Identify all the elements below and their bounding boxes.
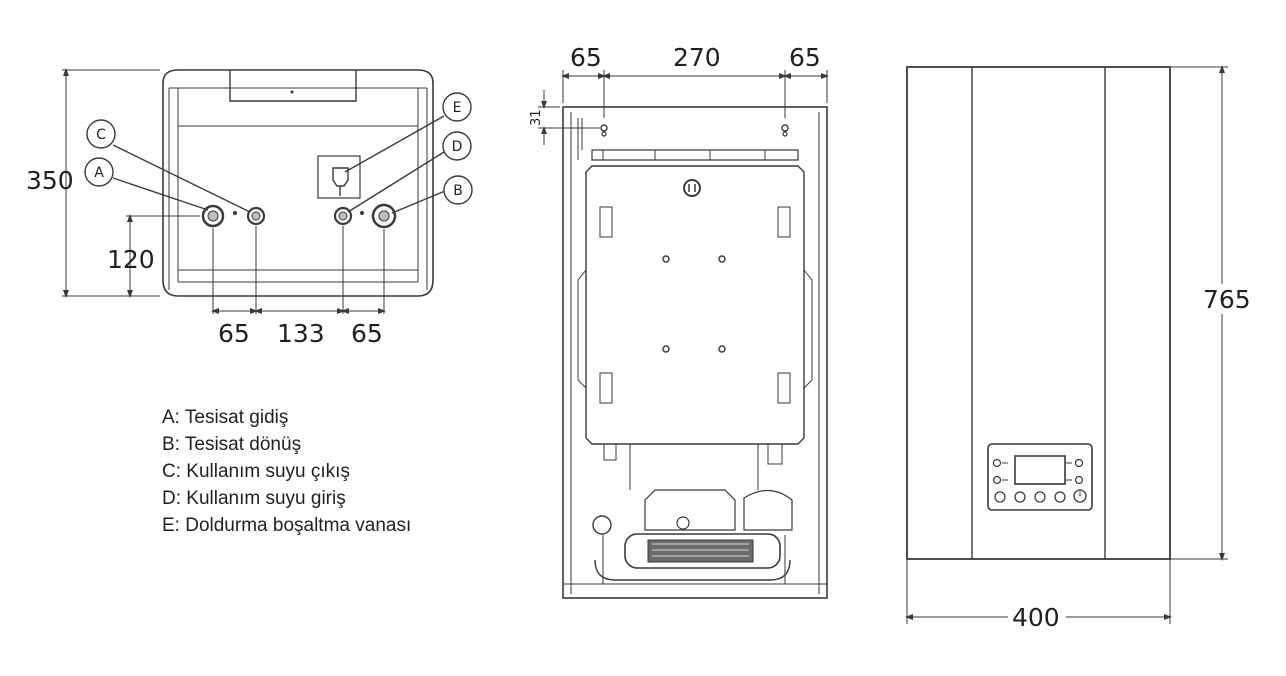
dim-rear-left: 65 — [570, 43, 602, 72]
legend-item-d: D: Kullanım suyu giriş — [162, 488, 346, 509]
callout-d: D — [442, 131, 472, 161]
legend-item-c: C: Kullanım suyu çıkış — [162, 461, 350, 482]
legend-item-e: E: Doldurma boşaltma vanası — [162, 515, 412, 536]
dim-bottom-height: 350 — [26, 166, 74, 195]
legend-item-a: A: Tesisat gidiş — [162, 407, 289, 428]
bottom-view: C A E D B 350 120 — [26, 68, 473, 348]
dim-rear-middle: 270 — [673, 43, 721, 72]
callout-b: B — [443, 175, 473, 205]
legend-item-b: B: Tesisat dönüş — [162, 434, 302, 455]
svg-text:C: C — [96, 127, 106, 143]
svg-text:E: E — [453, 100, 462, 116]
control-panel — [987, 443, 1093, 511]
dim-front-height: 765 — [1203, 285, 1251, 314]
callout-e: E — [442, 92, 472, 122]
callout-c: C — [86, 119, 116, 149]
dim-rear-right: 65 — [789, 43, 821, 72]
dim-spacing-left: 65 — [218, 319, 250, 348]
dim-front-width: 400 — [1012, 603, 1060, 632]
svg-text:B: B — [453, 183, 463, 199]
dim-rear-top-offset: 31 — [529, 109, 544, 126]
front-view: 765 400 — [905, 65, 1251, 632]
dim-spacing-middle: 133 — [277, 319, 325, 348]
rear-view: 65 270 65 31 — [529, 43, 829, 599]
callout-a: A — [84, 157, 114, 187]
legend: A: Tesisat gidiş B: Tesisat dönüş C: Kul… — [162, 404, 411, 539]
dim-pipe-height: 120 — [107, 245, 155, 274]
svg-text:A: A — [94, 165, 104, 181]
dim-spacing-right: 65 — [351, 319, 383, 348]
svg-text:D: D — [452, 139, 463, 155]
